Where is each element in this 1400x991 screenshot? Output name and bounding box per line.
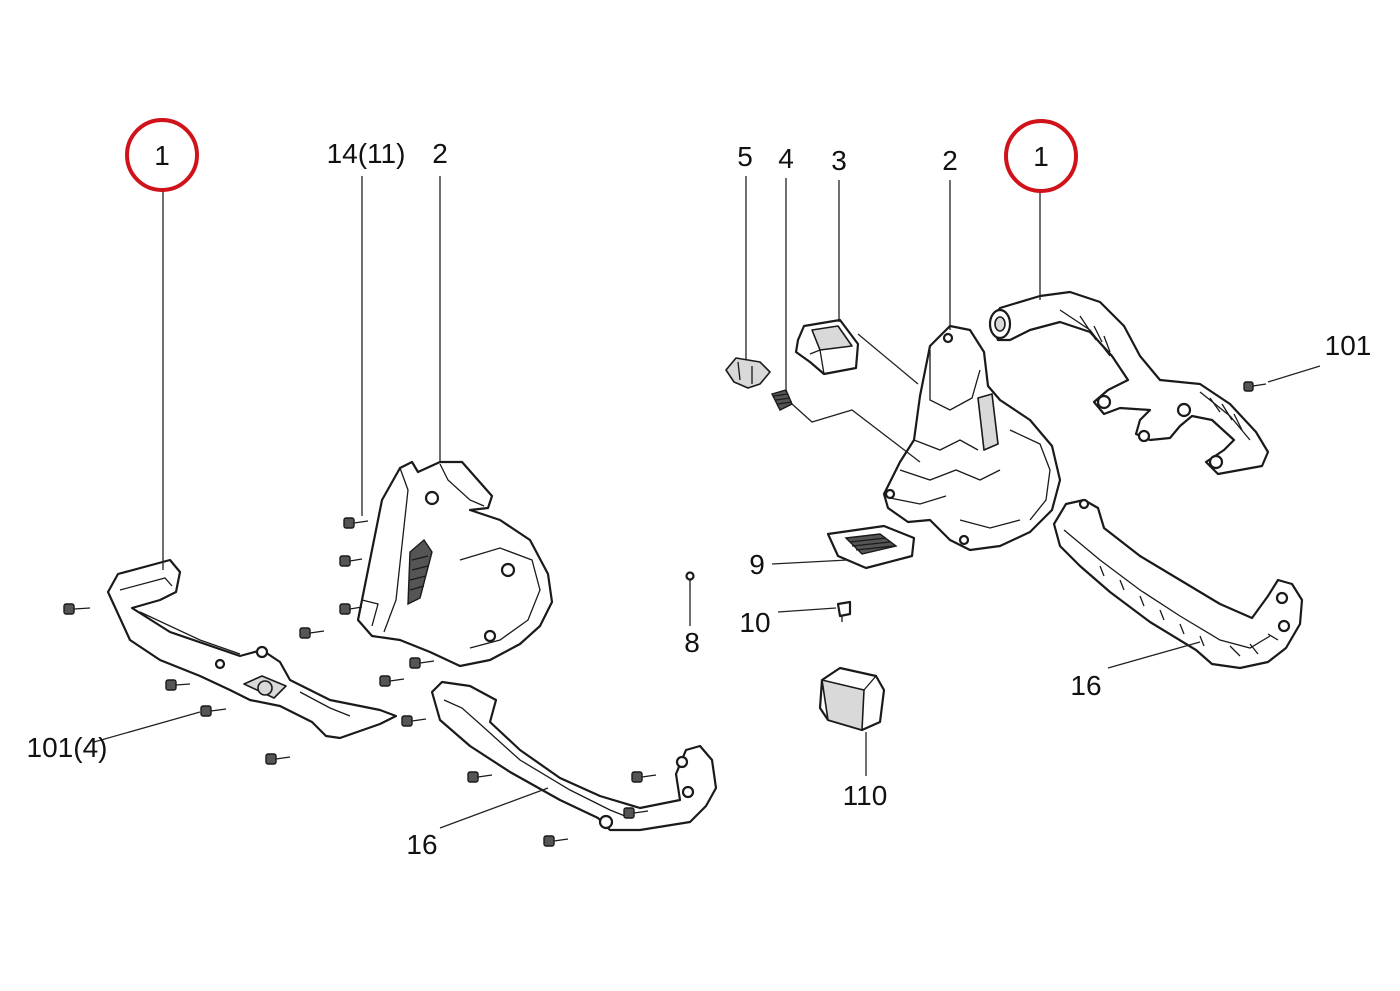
highlight-circle-right-item-1 bbox=[1004, 119, 1078, 193]
left-leader-lines bbox=[93, 176, 549, 829]
screw bbox=[343, 517, 369, 529]
part-110-foot bbox=[818, 666, 886, 732]
screw bbox=[623, 807, 649, 819]
screw bbox=[401, 715, 427, 727]
screw bbox=[409, 657, 435, 669]
right-handle-part-1 bbox=[988, 290, 1270, 476]
screw bbox=[379, 675, 405, 687]
callout-right-item-16: 16 bbox=[1070, 670, 1101, 701]
callout-right-item-9: 9 bbox=[749, 549, 765, 580]
left-screws bbox=[63, 517, 657, 847]
screw bbox=[63, 603, 91, 615]
screw bbox=[265, 753, 291, 765]
callout-right-item-2: 2 bbox=[942, 145, 958, 176]
callout-right-item-4: 4 bbox=[778, 143, 794, 174]
callout-right-item-8: 8 bbox=[684, 627, 700, 658]
screw bbox=[165, 679, 191, 691]
callout-left-item-14: 14(11) bbox=[327, 138, 406, 169]
right-housing-part-2 bbox=[882, 324, 1062, 552]
screw bbox=[200, 705, 227, 717]
callout-right-item-5: 5 bbox=[737, 141, 753, 172]
left-handle-part-1 bbox=[106, 558, 398, 740]
screw bbox=[631, 771, 657, 783]
callout-right-item-10: 10 bbox=[739, 607, 770, 638]
right-guard-part-16 bbox=[1052, 498, 1304, 670]
highlight-circle-left-item-1 bbox=[125, 118, 199, 192]
screw bbox=[467, 771, 493, 783]
screw bbox=[299, 627, 325, 639]
right-screw-101 bbox=[1243, 381, 1267, 392]
left-housing-part-2 bbox=[356, 460, 554, 668]
callout-left-item-101: 101(4) bbox=[27, 732, 108, 763]
callout-left-item-1: 1 bbox=[154, 140, 170, 171]
part-4-spring bbox=[770, 389, 793, 411]
left-guard-part-16 bbox=[430, 680, 718, 832]
part-9-cover-plate bbox=[826, 524, 916, 570]
right-leader-lines bbox=[689, 176, 1321, 776]
callout-right-item-101: 101 bbox=[1325, 330, 1372, 361]
callout-left-item-16: 16 bbox=[406, 829, 437, 860]
part-10-screw bbox=[836, 600, 852, 622]
callout-right-item-1: 1 bbox=[1033, 141, 1049, 172]
screw bbox=[339, 603, 363, 615]
screw bbox=[339, 555, 363, 567]
part-5-clip bbox=[725, 357, 771, 389]
callout-right-item-110: 110 bbox=[843, 780, 888, 811]
callout-right-item-3: 3 bbox=[831, 145, 847, 176]
callout-left-item-2: 2 bbox=[432, 138, 448, 169]
part-8-pin bbox=[685, 571, 695, 590]
screw bbox=[543, 835, 569, 847]
part-3-switch-cover bbox=[794, 318, 860, 376]
